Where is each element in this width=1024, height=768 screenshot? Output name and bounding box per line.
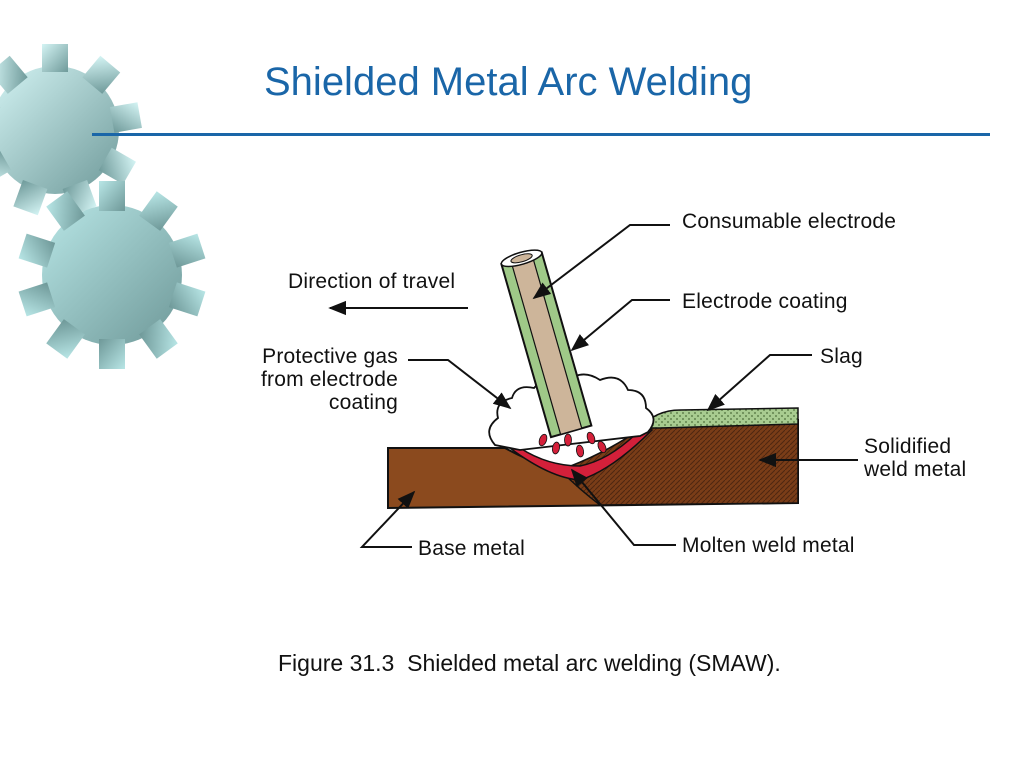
label-consumable-electrode: Consumable electrode — [682, 210, 897, 233]
arc-droplets — [538, 431, 607, 458]
leader-consumable-electrode — [532, 224, 670, 300]
leader-molten-weld — [570, 468, 676, 546]
label-electrode-coating: Electrode coating — [682, 290, 848, 313]
label-protective-gas-line3: coating — [328, 391, 398, 415]
label-protective-gas-line2: from electrode — [260, 368, 398, 392]
leader-slag — [706, 354, 812, 412]
label-protective-gas: Protective gas from electrode coating — [226, 345, 398, 414]
leader-electrode-coating — [570, 299, 670, 352]
label-slag: Slag — [820, 345, 863, 368]
title-divider — [92, 133, 990, 136]
label-base-metal: Base metal — [418, 537, 526, 560]
label-solidified-weld-metal: Solidified weld metal — [864, 435, 966, 481]
label-solidified-line2: weld metal — [864, 458, 967, 482]
figure-caption: Figure 31.3 Shielded metal arc welding (… — [278, 650, 781, 676]
slide-title: Shielded Metal Arc Welding — [264, 60, 753, 104]
leader-protective-gas — [408, 359, 512, 410]
gear-icon — [18, 181, 206, 369]
slag-layer — [638, 407, 799, 429]
label-direction-of-travel: Direction of travel — [288, 270, 456, 293]
label-molten-weld-metal: Molten weld metal — [682, 534, 855, 557]
label-protective-gas-line1: Protective gas — [262, 345, 398, 368]
leader-base-metal — [359, 490, 416, 548]
electrode — [500, 249, 593, 439]
label-solidified-line1: Solidified — [864, 435, 952, 458]
gears-decoration — [0, 44, 206, 369]
